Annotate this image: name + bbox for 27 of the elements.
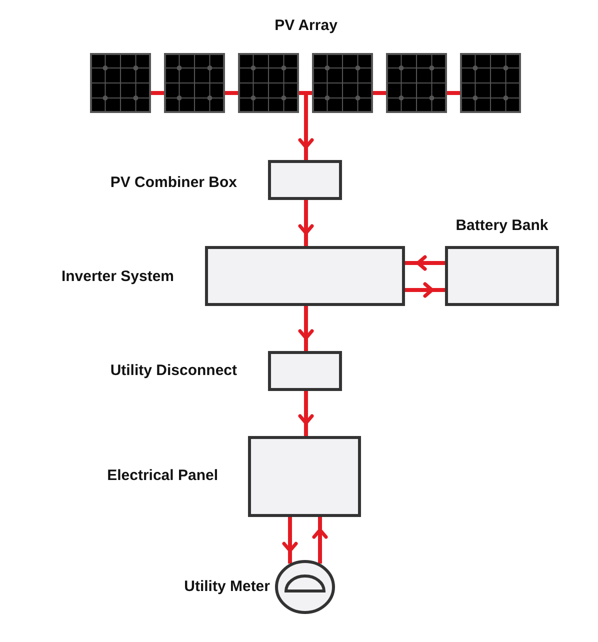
component-label: Inverter System [61, 266, 174, 287]
solar-panel-icon [238, 53, 299, 113]
component-label: Utility Meter [184, 576, 270, 597]
solar-panel-icon [460, 53, 521, 113]
component-label: Utility Disconnect [110, 360, 237, 381]
utility-meter [275, 560, 335, 614]
component-box [268, 160, 342, 200]
component-box [268, 351, 342, 391]
component-box [205, 246, 405, 306]
arrow [312, 517, 328, 564]
pv-array-label: PV Array [274, 16, 338, 36]
solar-panel-icon [164, 53, 225, 113]
solar-panel-icon [312, 53, 373, 113]
arrow [405, 255, 445, 271]
arrow [298, 200, 314, 246]
component-label: Battery Bank [456, 216, 548, 236]
arrow [298, 391, 314, 436]
solar-panel-icon [386, 53, 447, 113]
arrow [298, 306, 314, 351]
component-box [445, 246, 559, 306]
arrow [405, 282, 445, 298]
solar-panel-icon [90, 53, 151, 113]
component-label: PV Combiner Box [110, 172, 237, 193]
component-box [248, 436, 361, 517]
arrow [298, 93, 314, 160]
arrow [282, 517, 298, 564]
component-label: Electrical Panel [107, 466, 218, 486]
